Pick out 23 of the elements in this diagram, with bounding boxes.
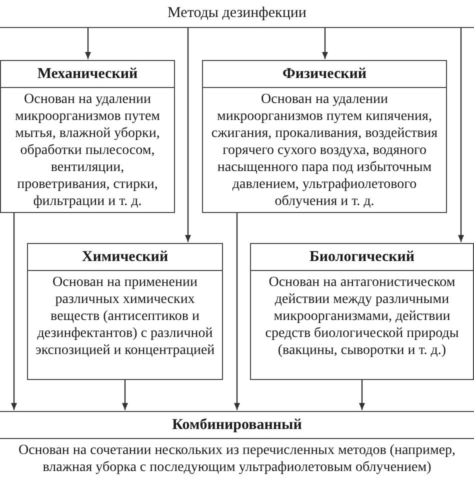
method-description: Основан на применении различных химических веществ (антисептиков и дезинфектантов) с различной экспозицией и концентрацией (34, 274, 216, 359)
arrow (85, 28, 91, 59)
arrow (322, 28, 328, 59)
arrow (234, 213, 240, 410)
arrow (359, 380, 365, 410)
arrow (185, 28, 191, 242)
method-box (250, 243, 474, 380)
method-heading: Физический (203, 61, 446, 88)
arrow (11, 213, 17, 410)
method-heading: Механический (1, 61, 174, 88)
method-description: Основан на удалении микроорганизмов путем кипячения, сжигания, прокаливания, воздействия горячего сухого воздуха, водяного насыщенного пара под избыточным давлением, ультрафиолетового облучения и т. д. (210, 91, 439, 210)
method-heading: Химический (28, 244, 222, 271)
method-box (0, 60, 175, 213)
method-box (202, 60, 447, 213)
method-heading: Биологический (251, 244, 473, 271)
arrow (458, 28, 464, 242)
method-description: Основан на сочетании нескольких из перечисленных методов (например, влажная уборка с последующим ультрафиолетовым облучением) (17, 442, 457, 476)
node-label: Методы дезинфекции (166, 4, 308, 24)
method-description: Основан на антагонистическом действии между различными микроорганизмами, действии средств биологической природы (вакцины, сыворотки и т. д.) (264, 274, 460, 359)
arrow (122, 380, 128, 410)
method-description: Основан на удалении микроорганизмов путем мытья, влажной уборки, обработки пылесосом, вентиляции, проветривания, стирки, фильтрации и т. д. (14, 91, 162, 210)
method-heading: Комбинированный (0, 412, 474, 439)
method-box (27, 243, 223, 380)
